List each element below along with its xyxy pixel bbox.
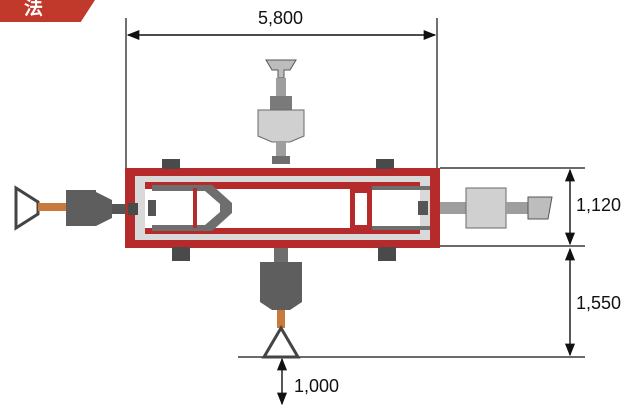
lug-bottom-right [378, 247, 396, 261]
right-connector [440, 202, 466, 214]
lug-top-right [376, 159, 394, 169]
rail-top [145, 182, 420, 189]
top-cylinder-body [257, 109, 305, 143]
extension-lines [125, 18, 585, 358]
corner-label-text: 法 [24, 0, 44, 19]
clevis-shackle-icon [14, 185, 126, 231]
inner-beam-right-top [372, 186, 430, 190]
lug-top-left [162, 159, 180, 169]
inner-beam-left [152, 185, 232, 231]
lug-bottom-left [172, 247, 190, 261]
left-connector [112, 204, 126, 214]
left-cylinder-body [66, 190, 96, 226]
dimension-right-upper: 1,120 [576, 195, 622, 215]
bottom-connector [274, 248, 288, 262]
bottom-cylinder-body [260, 262, 302, 310]
corner-lugs [128, 159, 396, 261]
inner-block-left [148, 200, 156, 216]
left-rod [38, 203, 66, 211]
hydraulic-cylinder-icon [257, 59, 305, 164]
corner-category-label: 法 [0, 0, 95, 22]
top-rod [276, 78, 286, 96]
lug-left-mid [128, 203, 138, 215]
bottom-cylinder-assembly [260, 248, 302, 359]
inner-gap [232, 203, 352, 213]
lifting-hook-icon [440, 187, 553, 229]
top-piston [276, 142, 286, 160]
inner-beam-right-bottom [372, 226, 430, 230]
dimension-right-lower: 1,550 [576, 293, 622, 313]
dimension-top-width: 5,800 [258, 8, 304, 28]
dimension-arrows [126, 29, 576, 406]
bottom-shackle [261, 325, 301, 359]
top-cap [270, 96, 292, 110]
inner-post-left [193, 188, 197, 228]
right-shackle [527, 196, 553, 220]
inner-block-right [418, 201, 428, 215]
rail-bottom [145, 228, 420, 234]
bottom-rod [277, 310, 285, 328]
left-cylinder-head [96, 192, 112, 226]
top-shackle [265, 59, 297, 79]
right-cylinder-body [465, 187, 507, 229]
top-foot [272, 156, 290, 164]
main-frame [125, 168, 440, 248]
left-shackle [14, 185, 40, 231]
dimension-bottom: 1,000 [294, 376, 340, 396]
right-rod [506, 202, 528, 214]
inner-bracket-hole [355, 193, 367, 225]
